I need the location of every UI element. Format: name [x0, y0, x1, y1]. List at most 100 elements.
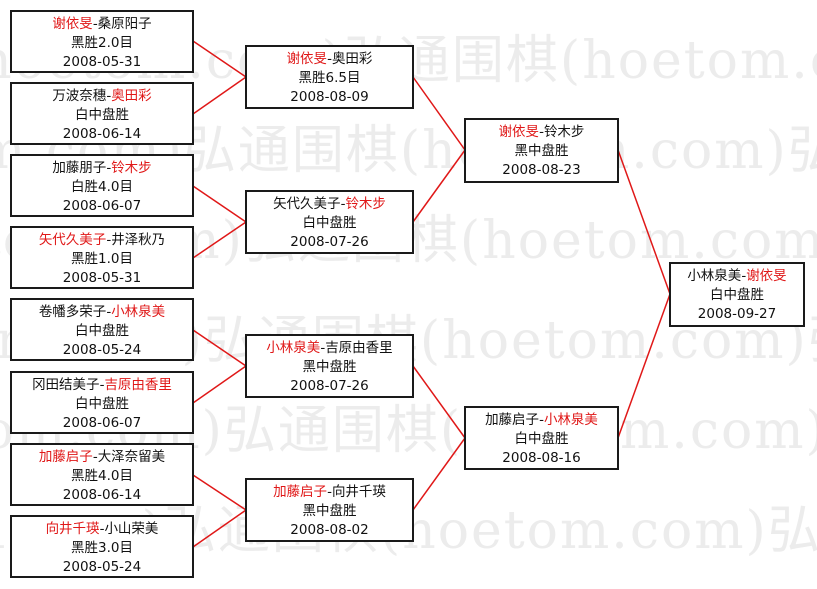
- connector-line: [192, 76, 247, 115]
- match-date: 2008-06-14: [62, 487, 142, 503]
- loser-name: 吉原由香里: [325, 340, 393, 356]
- connector-line: [192, 509, 247, 548]
- match-date: 2008-07-26: [290, 378, 369, 394]
- match-result: 黑胜4.0目: [71, 468, 133, 484]
- match-result: 黑胜2.0目: [71, 35, 133, 51]
- connector-line: [617, 149, 671, 295]
- match-result: 白中盘胜: [514, 431, 569, 447]
- match-box-r1-3: 加藤朋子-铃木步 白胜4.0目 2008-06-07: [10, 154, 194, 217]
- separator: -: [340, 196, 346, 212]
- match-date: 2008-08-16: [502, 450, 581, 466]
- winner-name: 加藤启子: [38, 449, 93, 465]
- winner-name: 谢依旻: [498, 124, 540, 140]
- connector-line: [192, 185, 247, 223]
- loser-name: 铃木步: [543, 124, 585, 140]
- match-date: 2008-06-14: [62, 126, 142, 142]
- winner-name: 向井千瑛: [45, 521, 100, 537]
- loser-name: 向井千瑛: [331, 484, 386, 500]
- match-result: 黑中盘胜: [302, 359, 357, 375]
- match-result: 白中盘胜: [75, 396, 129, 412]
- winner-name: 吉原由香里: [104, 377, 172, 393]
- connector-line: [192, 365, 247, 404]
- loser-name: 井泽秋乃: [111, 232, 166, 248]
- match-players: 矢代久美子-井泽秋乃: [12, 231, 192, 250]
- winner-name: 小林泉美: [266, 340, 321, 356]
- winner-name: 加藤启子: [273, 484, 328, 500]
- match-date: 2008-05-24: [62, 342, 142, 358]
- loser-name: 矢代久美子: [273, 196, 341, 212]
- match-date: 2008-06-07: [62, 415, 142, 431]
- match-box-r1-8: 向井千瑛-小山荣美 黑胜3.0目 2008-05-24: [10, 515, 194, 578]
- loser-name: 加藤启子: [485, 412, 540, 428]
- match-date: 2008-05-31: [62, 54, 142, 70]
- winner-name: 谢依旻: [746, 268, 787, 284]
- winner-name: 奥田彩: [111, 88, 152, 104]
- separator: -: [99, 377, 105, 393]
- match-players: 谢依旻-奥田彩: [247, 50, 412, 69]
- loser-name: 桑原阳子: [97, 16, 152, 32]
- match-players: 谢依旻-铃木步: [466, 123, 617, 142]
- connector-line: [412, 149, 466, 223]
- match-result: 黑中盘胜: [302, 503, 357, 519]
- match-box-r1-5: 卷幡多荣子-小林泉美 白中盘胜 2008-05-24: [10, 298, 194, 361]
- separator: -: [106, 160, 112, 176]
- winner-name: 小林泉美: [543, 412, 598, 428]
- loser-name: 卷幡多荣子: [38, 304, 107, 320]
- separator: -: [320, 340, 326, 356]
- match-players: 卷幡多荣子-小林泉美: [12, 303, 192, 322]
- loser-name: 奥田彩: [331, 51, 373, 67]
- separator: -: [99, 521, 105, 537]
- match-box-r1-7: 加藤启子-大泽奈留美 黑胜4.0目 2008-06-14: [10, 443, 194, 506]
- match-players: 加藤启子-向井千瑛: [247, 483, 412, 502]
- match-date: 2008-07-26: [290, 234, 369, 250]
- winner-name: 谢依旻: [52, 16, 93, 32]
- separator: -: [106, 88, 112, 104]
- loser-name: 小林泉美: [687, 268, 742, 284]
- match-result: 黑中盘胜: [514, 143, 569, 159]
- match-result: 黑胜3.0目: [71, 540, 133, 556]
- winner-name: 铃木步: [111, 160, 152, 176]
- match-players: 矢代久美子-铃木步: [247, 195, 412, 214]
- match-box-r2-2: 矢代久美子-铃木步 白中盘胜 2008-07-26: [245, 190, 414, 254]
- connector-line: [412, 365, 466, 439]
- separator: -: [106, 304, 112, 320]
- loser-name: 加藤朋子: [52, 160, 107, 176]
- winner-name: 谢依旻: [286, 51, 328, 67]
- match-box-r1-4: 矢代久美子-井泽秋乃 黑胜1.0目 2008-05-31: [10, 226, 194, 289]
- match-box-r1-2: 万波奈穗-奥田彩 白中盘胜 2008-06-14: [10, 82, 194, 145]
- match-date: 2008-05-24: [62, 559, 142, 575]
- match-result: 白中盘胜: [75, 107, 129, 123]
- connector-line: [412, 437, 466, 511]
- match-players: 万波奈穗-奥田彩: [12, 87, 192, 106]
- match-players: 加藤启子-小林泉美: [466, 411, 617, 430]
- winner-name: 矢代久美子: [38, 232, 107, 248]
- loser-name: 大泽奈留美: [97, 449, 166, 465]
- winner-name: 小林泉美: [111, 304, 166, 320]
- match-result: 白中盘胜: [75, 323, 129, 339]
- match-date: 2008-09-27: [697, 306, 777, 322]
- match-players: 加藤启子-大泽奈留美: [12, 448, 192, 467]
- match-players: 谢依旻-桑原阳子: [12, 15, 192, 34]
- separator: -: [539, 124, 544, 140]
- separator: -: [92, 16, 98, 32]
- match-box-r1-6: 冈田结美子-吉原由香里 白中盘胜 2008-06-07: [10, 371, 194, 434]
- separator: -: [327, 51, 332, 67]
- connector-line: [412, 76, 466, 151]
- match-box-r3-1: 谢依旻-铃木步 黑中盘胜 2008-08-23: [464, 118, 619, 183]
- match-box-r1-1: 谢依旻-桑原阳子 黑胜2.0目 2008-05-31: [10, 10, 194, 73]
- match-box-r2-3: 小林泉美-吉原由香里 黑中盘胜 2008-07-26: [245, 334, 414, 398]
- match-players: 小林泉美-吉原由香里: [247, 339, 412, 358]
- match-box-final: 小林泉美-谢依旻 白中盘胜 2008-09-27: [669, 262, 805, 327]
- separator: -: [539, 412, 544, 428]
- connector-line: [617, 293, 671, 439]
- match-result: 黑胜1.0目: [71, 251, 133, 267]
- loser-name: 小山荣美: [104, 521, 159, 537]
- match-date: 2008-08-23: [502, 162, 581, 178]
- match-players: 冈田结美子-吉原由香里: [12, 376, 192, 395]
- winner-name: 铃木步: [345, 196, 386, 212]
- match-date: 2008-05-31: [62, 270, 142, 286]
- match-box-r2-4: 加藤启子-向井千瑛 黑中盘胜 2008-08-02: [245, 478, 414, 542]
- connector-line: [192, 40, 247, 78]
- match-result: 白中盘胜: [302, 215, 357, 231]
- match-date: 2008-06-07: [62, 198, 142, 214]
